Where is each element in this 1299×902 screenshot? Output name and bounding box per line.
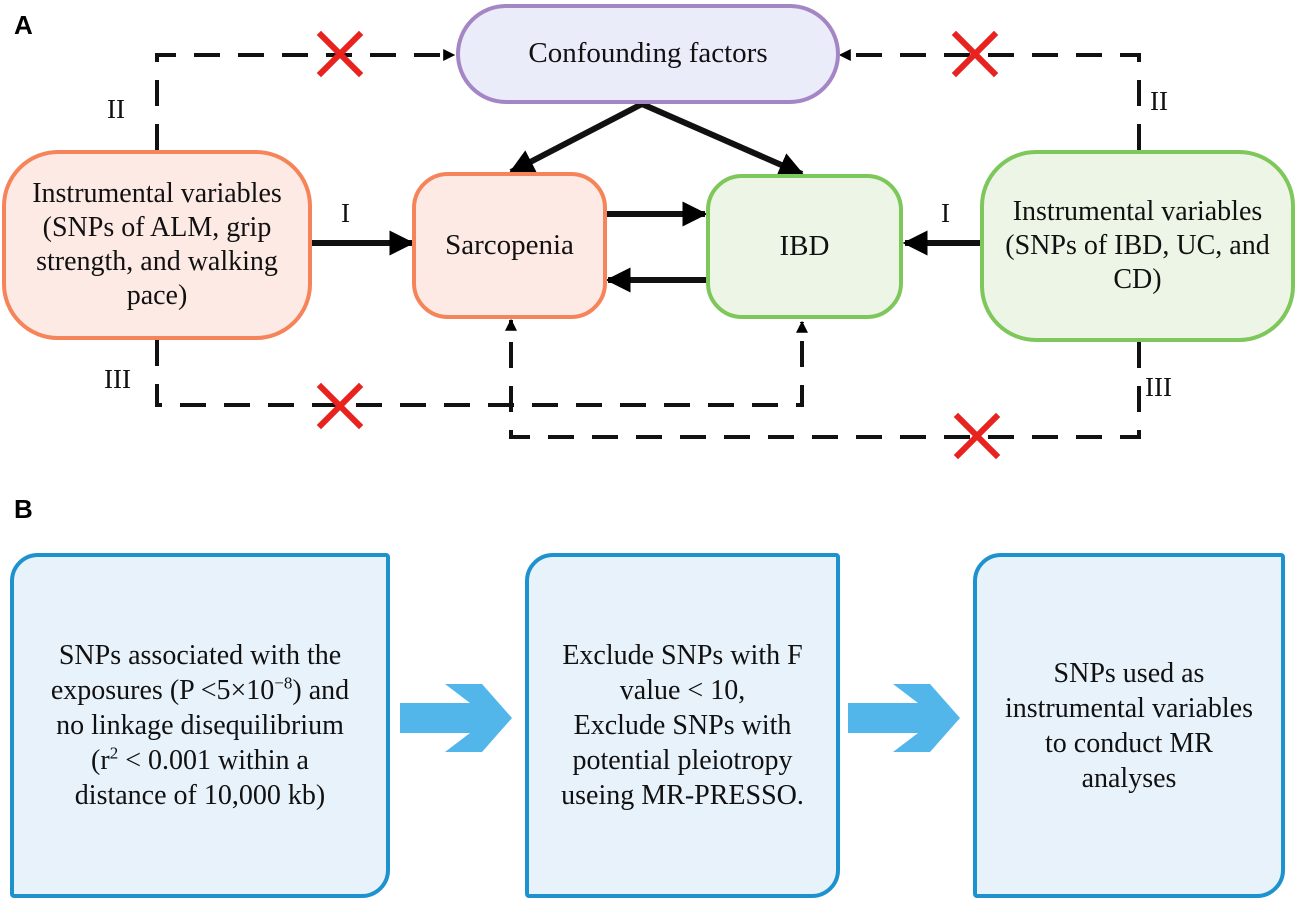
flow-arrow-2: [848, 684, 960, 752]
sarcopenia-label: Sarcopenia: [445, 228, 574, 261]
arrow-confounding-to-ibd: [640, 101, 805, 177]
panel-label-a: A: [14, 10, 33, 40]
node-ibd: IBD: [706, 174, 903, 319]
ibd-label: IBD: [779, 229, 830, 262]
node-sarcopenia: Sarcopenia: [412, 172, 607, 319]
step-box-1: SNPs associated with the exposures (P <5…: [10, 553, 390, 898]
label-i-left: I: [341, 198, 350, 228]
step-3-text: SNPs used as instrumental variables to c…: [1004, 657, 1254, 794]
node-confounding-factors: Confounding factors: [456, 4, 840, 104]
iv-left-label: Instrumental variables (SNPs of ALM, gri…: [32, 177, 282, 312]
cross-mark-top-left: [316, 30, 364, 78]
label-ii-left: II: [107, 94, 125, 124]
cross-mark-bottom-left: [316, 382, 364, 430]
iv-right-label: Instrumental variables (SNPs of IBD, UC,…: [1005, 195, 1270, 296]
cross-mark-bottom-right: [953, 412, 1001, 460]
dashed-path-ii-right: [838, 49, 1141, 150]
node-instrumental-variables-right: Instrumental variables (SNPs of IBD, UC,…: [980, 150, 1295, 342]
arrow-confounding-to-sarcopenia: [508, 101, 644, 175]
node-instrumental-variables-left: Instrumental variables (SNPs of ALM, gri…: [2, 150, 312, 340]
panel-label-b: B: [14, 494, 33, 524]
label-iii-right: III: [1145, 372, 1172, 402]
cross-mark-top-right: [951, 30, 999, 78]
dashed-path-iii-left: [155, 320, 808, 407]
dashed-path-iii-right: [505, 318, 1141, 439]
step-2-text: Exclude SNPs with F value < 10, Exclude …: [561, 640, 804, 811]
dashed-path-ii-left: [155, 49, 456, 150]
step-box-2: Exclude SNPs with F value < 10, Exclude …: [525, 553, 840, 898]
label-iii-left: III: [104, 364, 131, 394]
step-box-3: SNPs used as instrumental variables to c…: [973, 553, 1285, 898]
label-ii-right: II: [1150, 86, 1168, 116]
label-i-right: I: [941, 198, 950, 228]
confounding-label: Confounding factors: [528, 37, 768, 70]
step-1-text: SNPs associated with the exposures (P <5…: [50, 640, 350, 811]
flow-arrow-1: [400, 684, 512, 752]
